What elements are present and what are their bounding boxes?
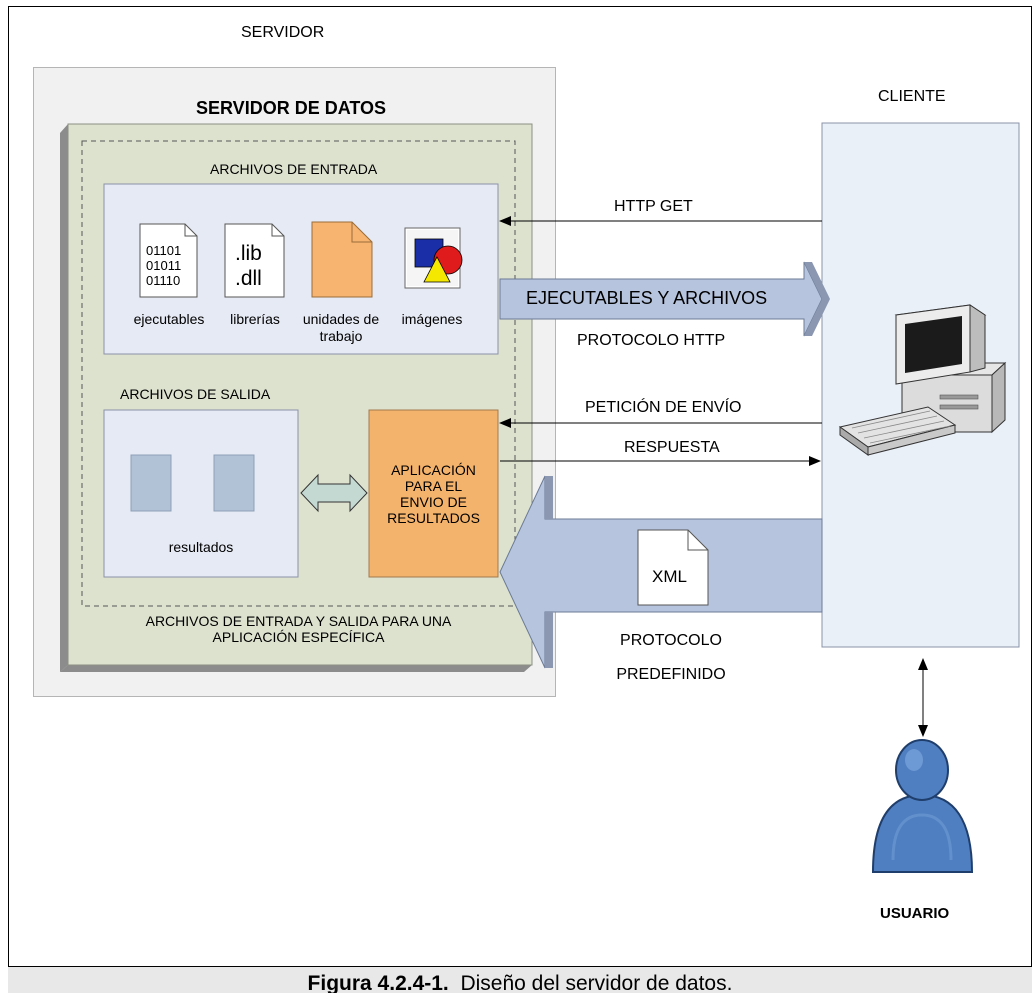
results-label: resultados bbox=[168, 539, 234, 555]
work-units-label-line-2: trabajo bbox=[319, 328, 363, 344]
exec-content-line-2: 01011 bbox=[146, 258, 182, 273]
server-label: SERVIDOR bbox=[241, 24, 325, 41]
library-file-icon bbox=[224, 223, 285, 298]
io-footer-line-2: APLICACIÓN ESPECÍFICA bbox=[212, 629, 385, 645]
xml-label: XML bbox=[652, 567, 687, 586]
exec-content-line-1: 01101 bbox=[146, 243, 182, 258]
images-icon bbox=[404, 227, 463, 289]
exec-content-line-3: 01110 bbox=[146, 273, 181, 288]
predefined-protocol-label: PROTOCOLO PREDEFINIDO bbox=[576, 624, 766, 692]
libraries-label: librerías bbox=[230, 311, 280, 327]
user-label: USUARIO bbox=[880, 905, 950, 922]
app-box-line-4: RESULTADOS bbox=[387, 510, 480, 526]
executables-files-label: EJECUTABLES Y ARCHIVOS bbox=[526, 288, 768, 308]
input-files-title: ARCHIVOS DE ENTRADA bbox=[210, 161, 378, 177]
library-content: .lib .dll bbox=[235, 241, 262, 291]
figure-caption: Figura 4.2.4-1. Diseño del servidor de d… bbox=[8, 966, 1032, 993]
images-label: imágenes bbox=[401, 311, 463, 327]
work-units-label-line-1: unidades de bbox=[302, 311, 380, 327]
output-files-title: ARCHIVOS DE SALIDA bbox=[120, 386, 271, 402]
app-box bbox=[368, 409, 499, 578]
response-label: RESPUESTA bbox=[624, 439, 720, 456]
app-box-line-3: ENVIO DE bbox=[400, 494, 467, 510]
protocol-http-label: PROTOCOLO HTTP bbox=[577, 332, 726, 349]
io-footer-line-1: ARCHIVOS DE ENTRADA Y SALIDA PARA UNA bbox=[145, 613, 452, 629]
app-box-line-2: PARA EL bbox=[404, 478, 463, 494]
io-dashed-region bbox=[81, 140, 516, 607]
app-box-text: APLICACIÓN PARA EL ENVIO DE RESULTADOS bbox=[369, 462, 498, 526]
result-square-1 bbox=[130, 454, 172, 512]
results-app-double-arrow bbox=[300, 473, 368, 513]
xml-document-icon bbox=[637, 529, 709, 606]
executable-content: 01101 01011 01110 bbox=[146, 243, 181, 288]
predefined-protocol-line-1: PROTOCOLO bbox=[620, 632, 722, 649]
work-units-label: unidades de trabajo bbox=[294, 311, 388, 345]
caption-text: Diseño del servidor de datos. bbox=[460, 972, 733, 993]
executables-label: ejecutables bbox=[133, 311, 205, 327]
lib-content-line-2: .dll bbox=[235, 267, 262, 290]
data-server-title: SERVIDOR DE DATOS bbox=[196, 98, 387, 118]
caption-number: Figura 4.2.4-1. bbox=[307, 972, 449, 993]
lib-content-line-1: .lib bbox=[235, 242, 262, 265]
app-box-line-1: APLICACIÓN bbox=[391, 462, 476, 478]
user-icon bbox=[871, 739, 974, 873]
http-get-label: HTTP GET bbox=[614, 198, 693, 215]
executable-file-icon bbox=[139, 223, 198, 298]
send-request-label: PETICIÓN DE ENVÍO bbox=[585, 399, 742, 416]
computer-icon bbox=[838, 304, 1007, 456]
io-footer: ARCHIVOS DE ENTRADA Y SALIDA PARA UNA AP… bbox=[82, 613, 515, 645]
work-unit-file-icon bbox=[311, 221, 373, 298]
result-square-2 bbox=[213, 454, 255, 512]
client-label: CLIENTE bbox=[878, 88, 946, 105]
predefined-protocol-line-2: PREDEFINIDO bbox=[616, 666, 726, 683]
